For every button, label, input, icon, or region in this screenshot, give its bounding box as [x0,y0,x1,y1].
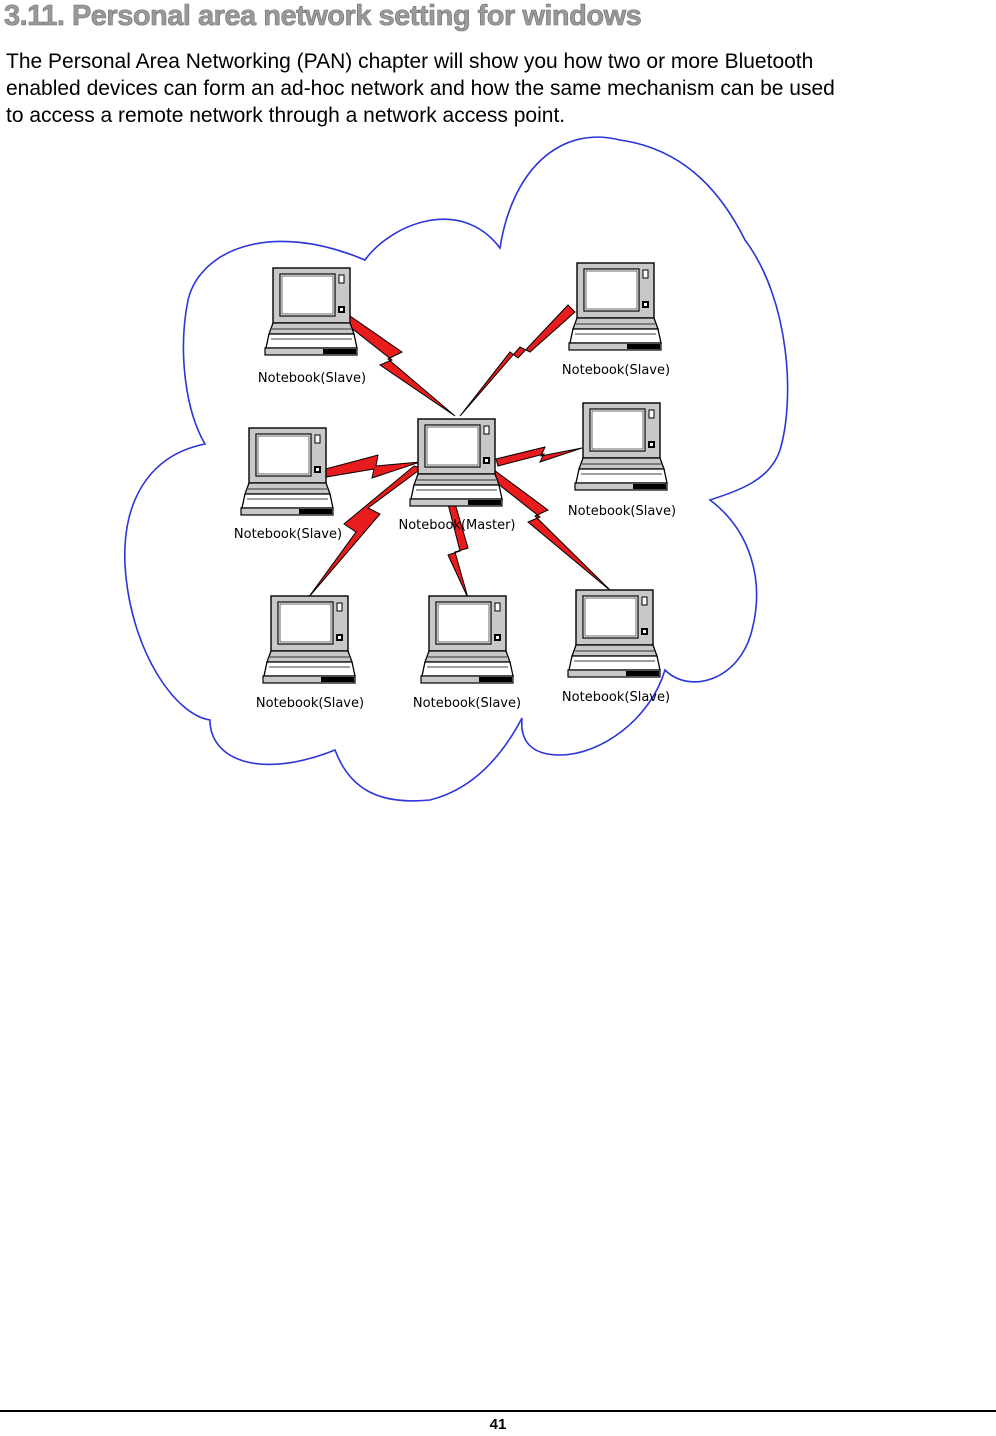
page-number: 41 [489,1416,507,1433]
notebook-computer-icon [568,262,662,351]
network-cloud [124,136,789,802]
device-label: Notebook(Slave) [256,696,364,711]
notebook-computer-icon [262,595,356,684]
notebook-slave-bottom-center: Notebook(Slave) [413,595,521,711]
device-label: Notebook(Slave) [234,527,342,542]
notebook-master: Notebook(Master) [399,418,516,533]
notebook-computer-icon [420,595,514,684]
intro-line: to access a remote network through a net… [6,104,566,127]
link-bolt [317,454,421,479]
device-label: Notebook(Slave) [413,696,521,711]
link-bolt [459,304,576,417]
notebook-slave-bottom-right: Notebook(Slave) [562,589,670,705]
intro-line: enabled devices can form an ad-hoc netwo… [6,77,835,100]
device-label: Notebook(Slave) [562,363,670,378]
footer-divider [0,1410,996,1412]
device-label: Notebook(Master) [399,518,516,533]
device-label: Notebook(Slave) [568,504,676,519]
notebook-slave-top-left: Notebook(Slave) [258,267,366,386]
device-label: Notebook(Slave) [258,371,366,386]
notebook-computer-icon [567,589,661,678]
notebook-slave-mid-right: Notebook(Slave) [568,402,676,519]
link-bolt [495,446,583,467]
notebook-slave-mid-left: Notebook(Slave) [234,427,342,542]
link-bolt [307,465,424,599]
notebook-computer-icon [409,418,503,507]
notebook-slave-bottom-left: Notebook(Slave) [256,595,364,711]
section-heading: 3.11. Personal area network setting for … [4,0,642,32]
notebook-slave-top-right: Notebook(Slave) [562,262,670,378]
notebook-computer-icon [240,427,334,516]
notebook-computer-icon [574,402,668,491]
intro-paragraph: The Personal Area Networking (PAN) chapt… [6,48,990,129]
link-bolt [446,499,469,599]
notebook-computer-icon [264,267,358,356]
link-bolt [344,315,456,417]
intro-line: The Personal Area Networking (PAN) chapt… [6,50,814,73]
device-label: Notebook(Slave) [562,690,670,705]
